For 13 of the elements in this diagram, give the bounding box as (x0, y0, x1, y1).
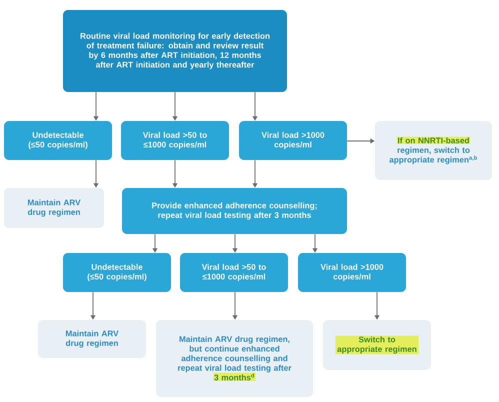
action-box: Switch to appropriate regimen (323, 320, 431, 370)
action-box: Maintain ARV drug regimen (4, 188, 104, 228)
result-box: Viral load >50 to ≤1000 copies/ml (121, 121, 229, 160)
action-box: Maintain ARV drug regimen (38, 320, 146, 358)
result-box: Viral load >50 to ≤1000 copies/ml (180, 253, 288, 292)
result-box: Provide enhanced adherence counselling; repeat viral load testing after 3 months (122, 188, 347, 234)
result-box: Viral load >1000 copies/ml (298, 253, 406, 292)
result-box: Undetectable (≤50 copies/ml) (63, 253, 171, 292)
action-box: Maintain ARV drug regimen, but continue enhanced adherence counselling and repeat viral load testing after 3 months$^{d}$ (156, 320, 313, 397)
action-box: If on NNRTI-based regimen, switch to appropriate regimen$^{a,b}$ (375, 121, 492, 180)
result-box: Viral load >1000 copies/ml (239, 121, 347, 160)
step-box: Routine viral load monitoring for early detection of treatment failure: obtain and review result by 6 months after ART initiation, 12 months after ART initiation and yearly thereafter (63, 10, 287, 92)
result-box: Undetectable (≤50 copies/ml) (4, 121, 112, 160)
